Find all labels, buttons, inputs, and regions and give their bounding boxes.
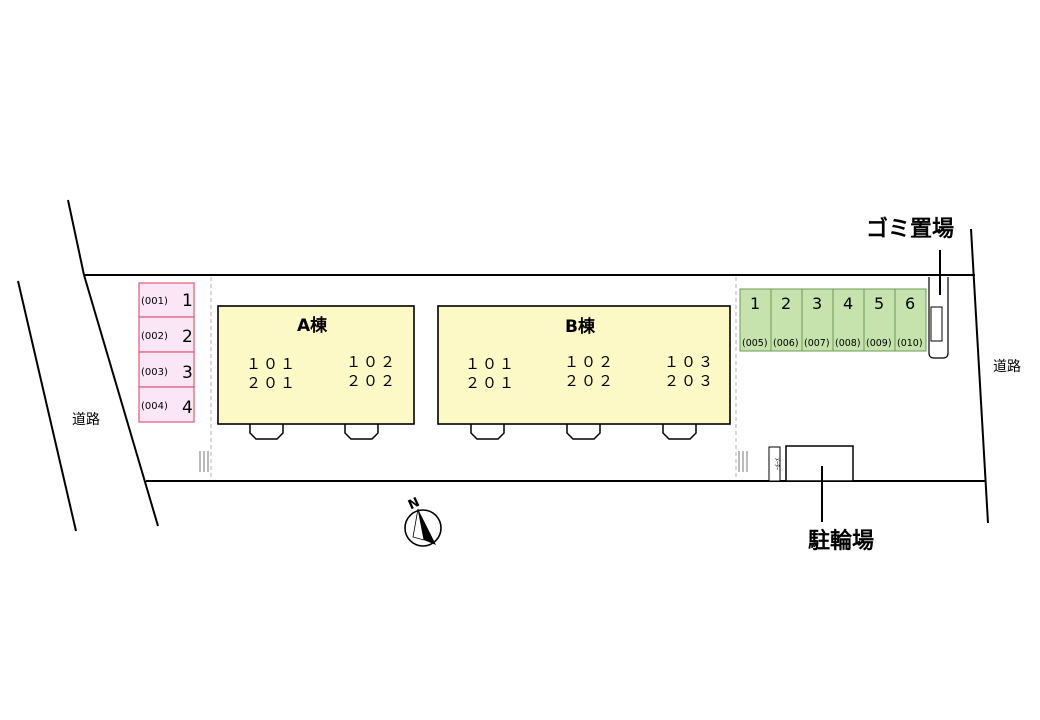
left-road-edge-outer xyxy=(17,280,77,532)
parking-code: (010) xyxy=(897,338,923,349)
parking-space-006[interactable]: 2 (006) xyxy=(770,288,803,352)
unit-b-202[interactable]: ２０２ xyxy=(564,372,615,390)
parking-space-003[interactable]: (003) 3 xyxy=(138,351,195,388)
parking-number: 6 xyxy=(905,294,915,313)
entrance-marker-left xyxy=(199,451,209,472)
unit-a-202[interactable]: ２０２ xyxy=(346,372,397,390)
north-compass-icon: N xyxy=(404,495,442,547)
right-road-edge xyxy=(970,228,989,524)
garbage-area[interactable] xyxy=(928,277,949,359)
parking-number: 3 xyxy=(182,363,193,383)
parking-code: (008) xyxy=(835,338,861,349)
parking-code: (009) xyxy=(866,338,892,349)
parking-code: (002) xyxy=(141,331,168,342)
parking-code: (005) xyxy=(742,338,768,349)
parking-green-group: 1 (005) 2 (006) 3 (007) 4 (008) 5 (009) … xyxy=(739,288,927,352)
building-b-balcony-1 xyxy=(470,424,505,440)
parking-space-004[interactable]: (004) 4 xyxy=(138,386,195,423)
bicycle-parking[interactable] xyxy=(785,445,854,482)
parking-number: 3 xyxy=(812,294,822,313)
parking-number: 1 xyxy=(182,291,193,311)
unit-b-103[interactable]: １０３ xyxy=(664,353,715,371)
parking-number: 2 xyxy=(781,294,791,313)
parking-pink-group: (001) 1 (002) 2 (003) 3 (004) 4 xyxy=(138,282,195,423)
building-a[interactable]: A棟 １０１ ２０１ １０２ ２０２ xyxy=(217,305,415,425)
unit-a-101[interactable]: １０１ xyxy=(246,355,297,373)
bicycle-label: 駐輪場 xyxy=(808,528,874,554)
parking-space-010[interactable]: 6 (010) xyxy=(894,288,927,352)
entrance-marker-right xyxy=(738,451,748,472)
building-b-balcony-3 xyxy=(662,424,697,440)
parking-code: (003) xyxy=(141,367,168,378)
parking-code: (007) xyxy=(804,338,830,349)
garbage-label: ゴミ置場 xyxy=(866,216,954,242)
site-boundary-left xyxy=(83,274,159,527)
parking-number: 5 xyxy=(874,294,884,313)
parking-number: 2 xyxy=(182,327,193,347)
parking-code: (001) xyxy=(141,296,168,307)
parking-space-008[interactable]: 4 (008) xyxy=(832,288,865,352)
meter-box[interactable]: ﾒｰﾀｰ xyxy=(768,446,781,482)
unit-b-201[interactable]: ２０１ xyxy=(465,374,516,392)
parking-space-002[interactable]: (002) 2 xyxy=(138,316,195,353)
building-b-name: B棟 xyxy=(565,316,596,337)
meter-label: ﾒｰﾀｰ xyxy=(773,458,780,470)
parking-number: 4 xyxy=(182,398,193,418)
parking-space-005[interactable]: 1 (005) xyxy=(739,288,772,352)
parking-space-007[interactable]: 3 (007) xyxy=(801,288,834,352)
left-road-label: 道路 xyxy=(72,412,100,428)
parking-number: 1 xyxy=(750,294,760,313)
right-road-label: 道路 xyxy=(993,359,1021,375)
parking-code: (006) xyxy=(773,338,799,349)
building-b-balcony-2 xyxy=(566,424,601,440)
unit-a-102[interactable]: １０２ xyxy=(346,353,397,371)
parking-space-001[interactable]: (001) 1 xyxy=(138,282,195,318)
left-road-edge-inner xyxy=(67,199,85,276)
building-a-balcony-2 xyxy=(344,424,379,440)
parking-space-009[interactable]: 5 (009) xyxy=(863,288,896,352)
unit-b-203[interactable]: ２０３ xyxy=(664,372,715,390)
parking-number: 4 xyxy=(843,294,853,313)
building-b[interactable]: B棟 １０１ ２０１ １０２ ２０２ １０３ ２０３ xyxy=(437,305,731,425)
building-a-balcony-1 xyxy=(249,424,284,440)
building-a-name: A棟 xyxy=(297,315,328,336)
unit-b-101[interactable]: １０１ xyxy=(465,355,516,373)
parking-code: (004) xyxy=(141,401,168,412)
unit-b-102[interactable]: １０２ xyxy=(564,353,615,371)
unit-a-201[interactable]: ２０１ xyxy=(246,374,297,392)
